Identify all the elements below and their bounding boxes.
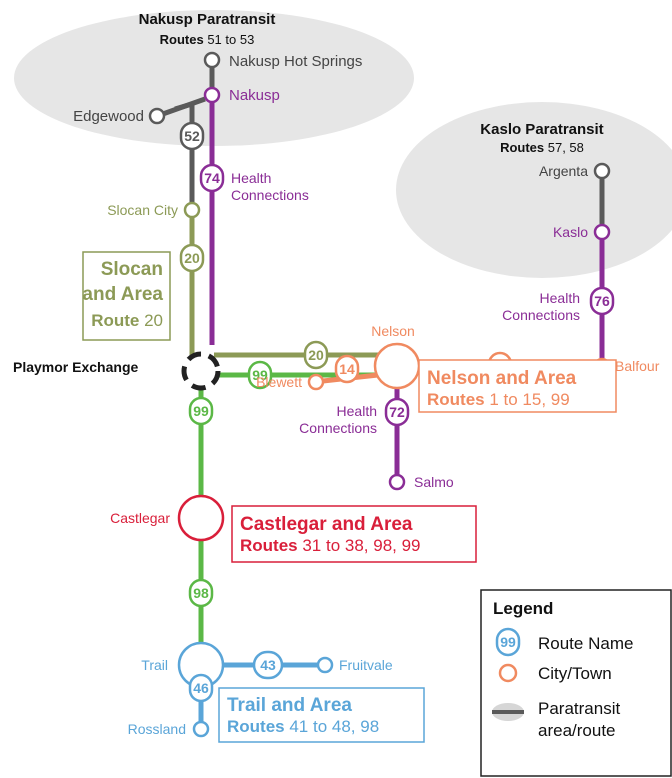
- route-badge-20-horizontal: 20: [303, 340, 329, 370]
- label-rossland: Rossland: [128, 721, 186, 737]
- slocan-area-line2: and Area: [82, 284, 163, 305]
- route-badge-99-horizontal: 99: [247, 360, 273, 390]
- health-connections-76-line1: Health: [540, 290, 580, 306]
- label-trail: Trail: [141, 657, 168, 673]
- nakusp-paratransit-title: Nakusp Paratransit: [139, 11, 276, 28]
- route-badge-72: 72: [384, 397, 410, 427]
- rossland-node: [192, 720, 210, 738]
- route-badge-74: 74: [199, 163, 225, 193]
- slocan-area-box: Slocan and Area Route 20: [82, 251, 171, 341]
- health-connections-72-label: Health Connections: [299, 403, 377, 436]
- route-badge-46-label: 46: [193, 680, 209, 696]
- kaslo-paratransit-title: Kaslo Paratransit: [480, 121, 603, 138]
- castlegar-area-box: Castlegar and Area Routes 31 to 38, 98, …: [231, 505, 477, 563]
- route-badge-99-horizontal-label: 99: [252, 367, 268, 383]
- label-blewett: Blewett: [256, 374, 302, 390]
- salmo-node: [388, 473, 406, 491]
- label-argenta: Argenta: [539, 163, 588, 179]
- nelson-area-routes: Routes 1 to 15, 99: [427, 390, 570, 409]
- nelson-area-box: Nelson and Area Routes 1 to 15, 99: [418, 359, 617, 413]
- route-badge-72-label: 72: [389, 404, 405, 420]
- route-badge-14: 14: [334, 354, 360, 384]
- trail-area-box: Trail and Area Routes 41 to 48, 98: [218, 687, 425, 743]
- legend-title: Legend: [493, 599, 553, 618]
- route-badge-52-label: 52: [184, 128, 200, 144]
- label-playmor-exchange: Playmor Exchange: [13, 359, 138, 375]
- kaslo-node: [593, 223, 611, 241]
- health-connections-72-line1: Health: [337, 403, 377, 419]
- trail-area-routes: Routes 41 to 48, 98: [227, 717, 379, 736]
- castlegar-area-line1: Castlegar and Area: [240, 514, 413, 535]
- route-52-line: [174, 100, 195, 206]
- legend-city-circle-icon: [498, 663, 518, 683]
- health-connections-72-line2: Connections: [299, 420, 377, 436]
- route-badge-20-horizontal-label: 20: [308, 347, 324, 363]
- label-fruitvale: Fruitvale: [339, 657, 393, 673]
- label-nelson: Nelson: [371, 323, 415, 339]
- health-connections-76-label: Health Connections: [502, 290, 580, 323]
- playmor-exchange-node: [181, 351, 221, 391]
- fruitvale-node: [316, 656, 334, 674]
- health-connections-74-line2: Connections: [231, 187, 309, 203]
- route-badge-99-vertical-label: 99: [193, 403, 209, 419]
- nakusp-hot-springs-node: [203, 51, 221, 69]
- slocan-area-routes: Route 20: [91, 311, 163, 330]
- castlegar-area-routes: Routes 31 to 38, 98, 99: [240, 536, 421, 555]
- label-castlegar: Castlegar: [110, 510, 170, 526]
- nelson-area-line1: Nelson and Area: [427, 368, 577, 389]
- route-badge-52: 52: [179, 121, 205, 151]
- route-badge-43-label: 43: [260, 657, 276, 673]
- route-badge-46: 46: [188, 673, 214, 703]
- argenta-node: [593, 162, 611, 180]
- legend-city-town: City/Town: [538, 664, 612, 683]
- legend-route-badge-label: 99: [500, 634, 516, 650]
- label-salmo: Salmo: [414, 474, 454, 490]
- route-badge-98: 98: [188, 578, 214, 608]
- route-badge-74-label: 74: [204, 170, 220, 186]
- label-balfour: Balfour: [615, 358, 660, 374]
- nakusp-paratransit-routes: Routes 51 to 53: [160, 32, 255, 47]
- label-slocan-city: Slocan City: [107, 202, 178, 218]
- kaslo-paratransit-routes: Routes 57, 58: [500, 140, 584, 155]
- health-connections-74-label: Health Connections: [231, 170, 309, 203]
- slocan-city-node: [183, 201, 201, 219]
- route-badge-14-label: 14: [339, 361, 355, 377]
- edgewood-node: [148, 107, 166, 125]
- label-edgewood: Edgewood: [73, 108, 144, 125]
- label-kaslo: Kaslo: [553, 224, 588, 240]
- route-badge-98-label: 98: [193, 585, 209, 601]
- route-badge-99-vertical: 99: [188, 396, 214, 426]
- trail-area-line1: Trail and Area: [227, 695, 352, 716]
- route-badge-20-vertical-label: 20: [184, 250, 200, 266]
- slocan-area-line1: Slocan: [101, 259, 163, 280]
- legend-route-badge-icon: 99: [495, 627, 521, 657]
- legend-route-name: Route Name: [538, 634, 633, 653]
- route-badge-76-label: 76: [594, 293, 610, 309]
- label-nakusp-hot-springs: Nakusp Hot Springs: [229, 53, 362, 70]
- castlegar-node: [177, 494, 225, 542]
- legend-paratransit-line1: Paratransit: [538, 699, 620, 718]
- nakusp-node: [203, 86, 221, 104]
- health-connections-76-line2: Connections: [502, 307, 580, 323]
- route-badge-20-vertical: 20: [179, 243, 205, 273]
- legend-box: Legend 99 Route Name City/Town Paratrans…: [480, 589, 672, 777]
- label-nakusp: Nakusp: [229, 87, 280, 104]
- nelson-node: [373, 342, 421, 390]
- route-badge-76: 76: [589, 286, 615, 316]
- legend-paratransit-line2: area/route: [538, 721, 616, 740]
- health-connections-74-line1: Health: [231, 170, 271, 186]
- blewett-node: [307, 373, 325, 391]
- route-badge-43: 43: [252, 650, 284, 680]
